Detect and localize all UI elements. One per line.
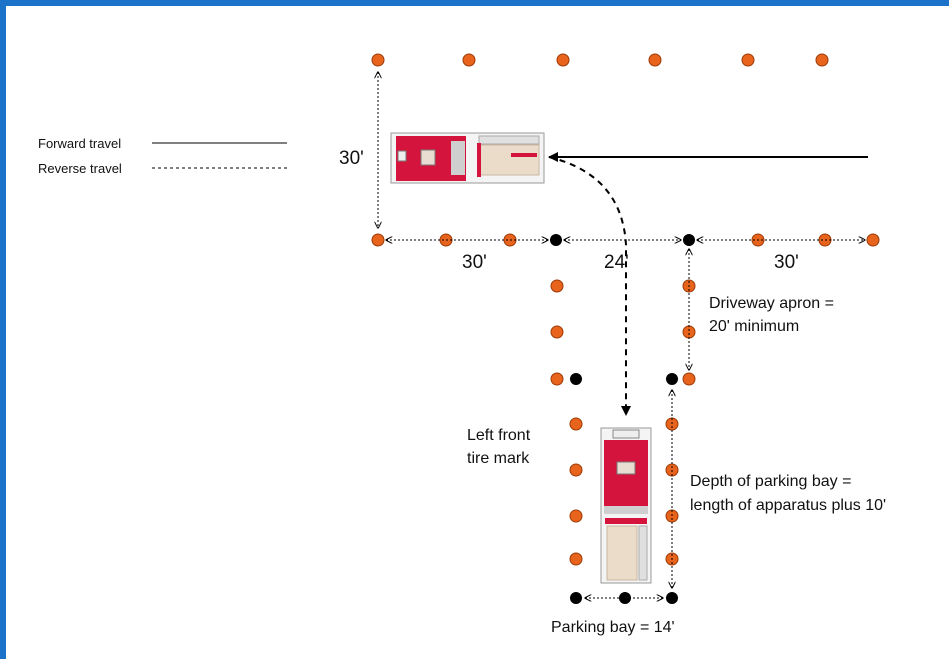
dimension-label-middle: 24' [604,252,629,273]
tire-mark-label-line1: Left front [467,427,531,444]
cone-icon [569,463,583,477]
tire-mark-label-line2: tire mark [467,450,530,467]
marker-icon [570,592,582,604]
top-cone-row [371,53,829,67]
cone-icon [866,233,880,247]
cone-icon [815,53,829,67]
cone-icon [682,325,696,339]
marker-icon [550,234,562,246]
cone-icon [682,372,696,386]
cone-icon [550,325,564,339]
cone-icon [550,372,564,386]
cone-icon [556,53,570,67]
marker-icon [570,373,582,385]
marker-icon [683,234,695,246]
apron-label-line1: Driveway apron = [709,295,834,312]
cone-icon [569,417,583,431]
legend-forward-label: Forward travel [38,136,121,151]
cone-icon [741,53,755,67]
marker-icon [666,592,678,604]
cone-icon [371,233,385,247]
driveway-apron [550,279,696,386]
legend: Forward travel Reverse travel [38,136,287,176]
cone-icon [648,53,662,67]
cone-icon [569,552,583,566]
cone-icon [371,53,385,67]
dimension-label-right: 30' [774,252,799,273]
depth-label-line1: Depth of parking bay = [690,473,851,490]
depth-label-line2: length of apparatus plus 10' [690,497,886,514]
marker-icon [666,373,678,385]
dimension-label-left: 30' [462,252,487,273]
fire-apparatus-icon [390,132,545,184]
cone-icon [550,279,564,293]
bay-width-label: Parking bay = 14' [551,619,675,636]
left-dimension-label: 30' [339,148,364,169]
cone-icon [569,509,583,523]
legend-reverse-label: Reverse travel [38,161,122,176]
apron-label-line2: 20' minimum [709,318,799,335]
fire-apparatus-icon [600,427,652,584]
cone-icon [462,53,476,67]
